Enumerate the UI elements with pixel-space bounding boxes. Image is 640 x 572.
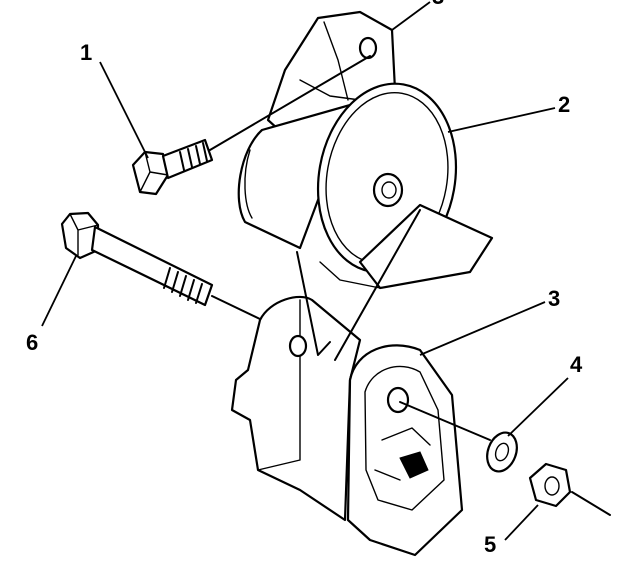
- callout-3: 3: [548, 286, 560, 311]
- bracket-hole: [358, 36, 378, 60]
- bolt-1-shank: [161, 138, 214, 180]
- bolt-1-axis-line: [209, 55, 371, 151]
- bolt-6-axis-line: [211, 295, 263, 321]
- cradle-nut: [399, 451, 429, 479]
- washer-4: [486, 431, 518, 473]
- upper-mount-flange: [358, 203, 494, 290]
- leader-lines: [41, 1, 569, 541]
- cradle-axis-line: [399, 401, 491, 441]
- callout-1: 1: [80, 40, 92, 65]
- mount-center-stud: [372, 172, 404, 208]
- lower-bracket-assembly: [230, 209, 491, 557]
- callout-2: 2: [558, 92, 570, 117]
- callout-3-top: 3: [432, 0, 444, 9]
- callout-5: 5: [484, 532, 496, 557]
- callout-6: 6: [26, 330, 38, 355]
- cradle-bolt-hole: [386, 386, 410, 414]
- nut-axis-line: [571, 491, 611, 516]
- front-cradle: [346, 344, 464, 557]
- through-bolt-6: [60, 211, 263, 321]
- lower-bracket-hole: [288, 334, 308, 358]
- nut-5: [528, 462, 611, 516]
- lower-bracket-body: [230, 295, 362, 522]
- bolt-6-shank: [90, 225, 214, 307]
- upper-mount-assembly: [237, 10, 494, 290]
- callout-4: 4: [570, 352, 583, 377]
